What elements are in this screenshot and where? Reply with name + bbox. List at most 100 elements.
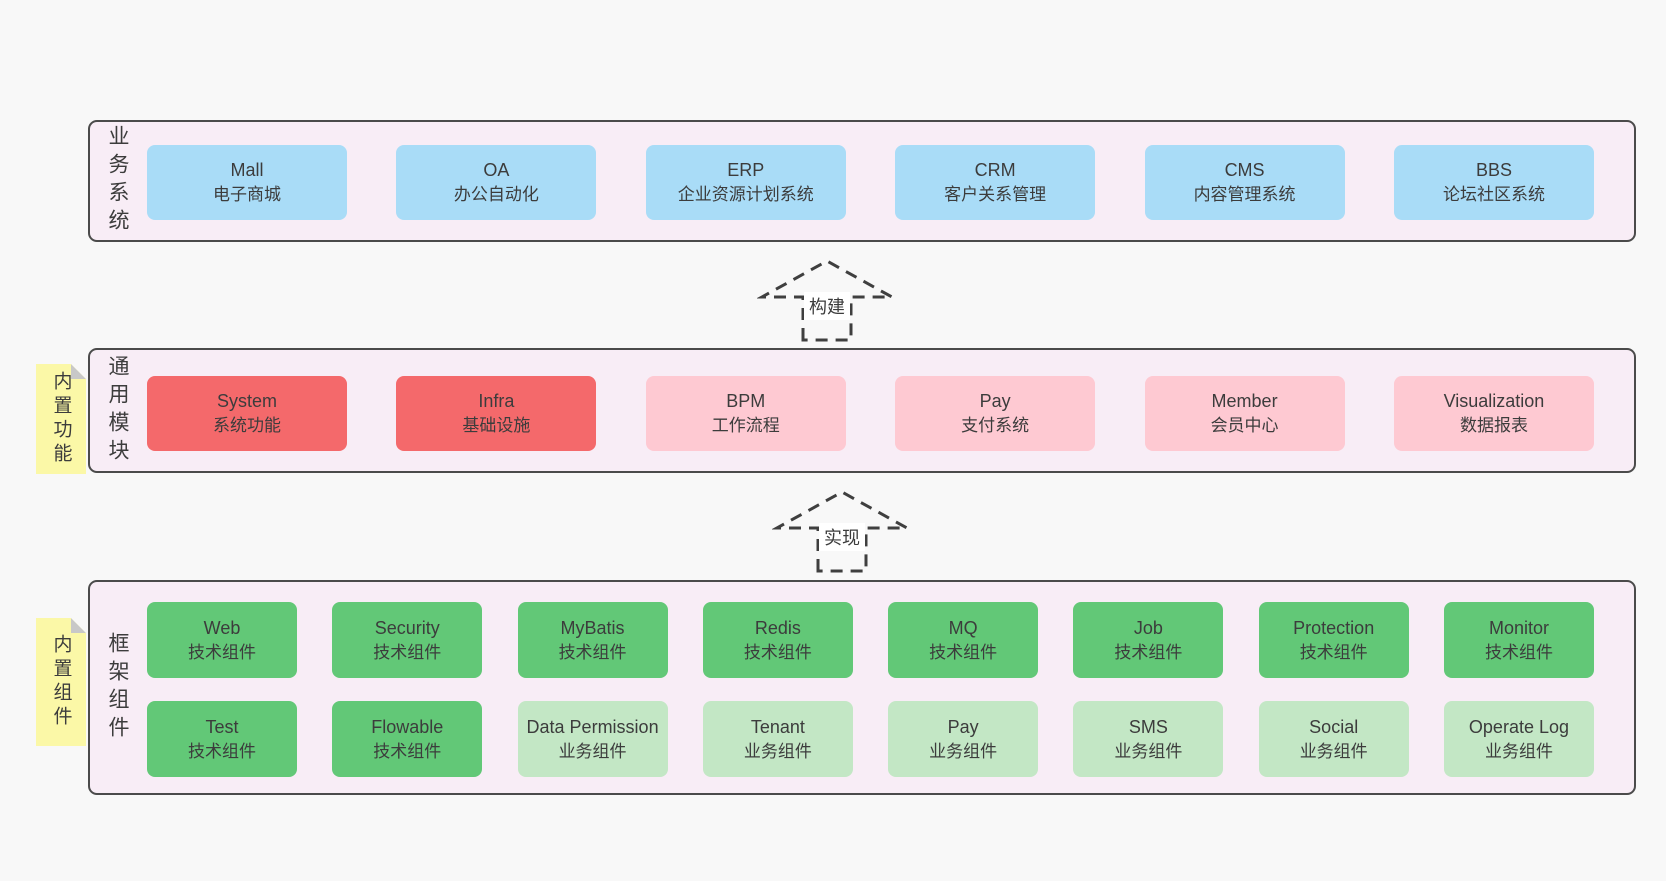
box-subtitle: 系统功能 [213, 416, 281, 436]
box-subtitle: 业务组件 [1484, 741, 1553, 761]
box-subtitle: 技术组件 [1484, 642, 1553, 662]
module-box-system: System 系统功能 [147, 376, 347, 451]
box-title: SMS [1128, 716, 1168, 737]
box-subtitle: 企业资源计划系统 [677, 185, 814, 205]
box-subtitle: 电子商城 [213, 185, 281, 205]
framework-components-row-2: Test 技术组件 Flowable 技术组件 Data Permission … [147, 701, 1594, 777]
layer-framework-components: 框架组件 Web 技术组件 Security 技术组件 MyBatis 技术组件… [88, 580, 1636, 795]
box-title: System [216, 391, 277, 411]
box-title: Member [1211, 391, 1278, 411]
box-title: Redis [754, 617, 801, 638]
box-subtitle: 工作流程 [711, 416, 780, 436]
sticky-note-built-in-features: 内置功能 [36, 364, 86, 474]
box-subtitle: 技术组件 [558, 642, 627, 662]
system-box-mall: Mall 电子商城 [147, 145, 347, 220]
box-subtitle: 技术组件 [188, 642, 256, 662]
box-subtitle: 技术组件 [1299, 642, 1368, 662]
box-title: Pay [947, 716, 979, 737]
framework-components-row-1: Web 技术组件 Security 技术组件 MyBatis 技术组件 Redi… [147, 602, 1594, 678]
component-box-operate-log: Operate Log 业务组件 [1443, 701, 1594, 777]
box-subtitle: 技术组件 [929, 642, 998, 662]
sticky-fold-corner [71, 364, 86, 379]
system-box-oa: OA 办公自动化 [396, 145, 597, 220]
common-modules-row: System 系统功能 Infra 基础设施 BPM 工作流程 Pay 支付系统… [147, 376, 1594, 451]
box-subtitle: 支付系统 [961, 416, 1030, 436]
layer-business-systems: 业务系统 Mall 电子商城 OA 办公自动化 ERP 企业资源计划系统 CRM… [88, 120, 1636, 242]
box-title: Flowable [371, 716, 444, 737]
box-title: CMS [1224, 160, 1265, 180]
component-box-web: Web 技术组件 [147, 602, 297, 678]
box-subtitle: 业务组件 [929, 741, 998, 761]
implement-arrow: 实现 [772, 487, 912, 575]
box-title: Social [1309, 716, 1359, 737]
box-subtitle: 会员中心 [1210, 416, 1279, 436]
box-subtitle: 办公自动化 [453, 185, 539, 205]
arrow-label: 构建 [804, 292, 850, 320]
box-subtitle: 基础设施 [462, 416, 531, 436]
box-title: Protection [1293, 617, 1375, 638]
module-box-pay: Pay 支付系统 [895, 376, 1096, 451]
box-title: Mall [230, 160, 264, 180]
box-title: ERP [727, 160, 765, 180]
layer-common-modules: 通用模块 System 系统功能 Infra 基础设施 BPM 工作流程 Pay… [88, 348, 1636, 473]
component-box-monitor: Monitor 技术组件 [1443, 602, 1594, 678]
component-box-social: Social 业务组件 [1258, 701, 1409, 777]
component-box-pay: Pay 业务组件 [888, 701, 1039, 777]
sticky-text: 内置组件 [50, 634, 72, 730]
box-title: Data Permission [526, 716, 659, 737]
system-box-crm: CRM 客户关系管理 [895, 145, 1096, 220]
business-systems-row: Mall 电子商城 OA 办公自动化 ERP 企业资源计划系统 CRM 客户关系… [147, 145, 1594, 220]
box-title: CRM [974, 160, 1016, 180]
module-box-infra: Infra 基础设施 [396, 376, 597, 451]
box-title: Job [1133, 617, 1163, 638]
system-box-bbs: BBS 论坛社区系统 [1393, 145, 1594, 220]
dashed-up-arrow-icon [772, 490, 912, 573]
sticky-text: 内置功能 [50, 371, 72, 467]
dashed-up-arrow-icon [757, 259, 897, 342]
box-title: MQ [948, 617, 978, 638]
box-title: Pay [979, 391, 1011, 411]
box-title: OA [483, 160, 510, 180]
box-subtitle: 业务组件 [558, 741, 627, 761]
component-box-sms: SMS 业务组件 [1073, 701, 1224, 777]
box-subtitle: 业务组件 [743, 741, 812, 761]
layer-side-label: 通用模块 [106, 354, 129, 467]
box-title: MyBatis [560, 617, 625, 638]
box-subtitle: 技术组件 [188, 741, 256, 761]
system-box-cms: CMS 内容管理系统 [1144, 145, 1345, 220]
box-subtitle: 数据报表 [1459, 416, 1528, 436]
box-title: BBS [1475, 160, 1512, 180]
box-subtitle: 客户关系管理 [944, 185, 1047, 205]
box-title: BPM [726, 391, 766, 411]
box-title: Infra [478, 391, 515, 411]
component-box-redis: Redis 技术组件 [702, 602, 853, 678]
component-box-flowable: Flowable 技术组件 [332, 701, 483, 777]
component-box-data-permission: Data Permission 业务组件 [517, 701, 668, 777]
layer-side-label: 框架组件 [106, 631, 129, 744]
box-title: Visualization [1443, 391, 1545, 411]
box-subtitle: 技术组件 [1114, 642, 1183, 662]
module-box-visualization: Visualization 数据报表 [1393, 376, 1594, 451]
box-title: Monitor [1488, 617, 1549, 638]
sticky-fold-corner [71, 618, 86, 633]
box-title: Web [203, 617, 241, 638]
component-box-protection: Protection 技术组件 [1258, 602, 1409, 678]
layer-side-label: 业务系统 [106, 125, 129, 237]
box-subtitle: 技术组件 [373, 741, 442, 761]
system-box-erp: ERP 企业资源计划系统 [645, 145, 846, 220]
component-box-job: Job 技术组件 [1073, 602, 1224, 678]
box-title: Security [374, 617, 440, 638]
box-title: Operate Log [1468, 716, 1569, 737]
build-arrow: 构建 [757, 256, 897, 344]
box-subtitle: 内容管理系统 [1193, 185, 1296, 205]
box-subtitle: 论坛社区系统 [1442, 185, 1545, 205]
component-box-mybatis: MyBatis 技术组件 [517, 602, 668, 678]
component-box-security: Security 技术组件 [332, 602, 483, 678]
box-title: Tenant [750, 716, 805, 737]
box-subtitle: 业务组件 [1114, 741, 1183, 761]
box-title: Test [205, 716, 239, 737]
component-box-tenant: Tenant 业务组件 [702, 701, 853, 777]
box-subtitle: 技术组件 [373, 642, 442, 662]
module-box-member: Member 会员中心 [1144, 376, 1345, 451]
sticky-note-built-in-components: 内置组件 [36, 618, 86, 746]
